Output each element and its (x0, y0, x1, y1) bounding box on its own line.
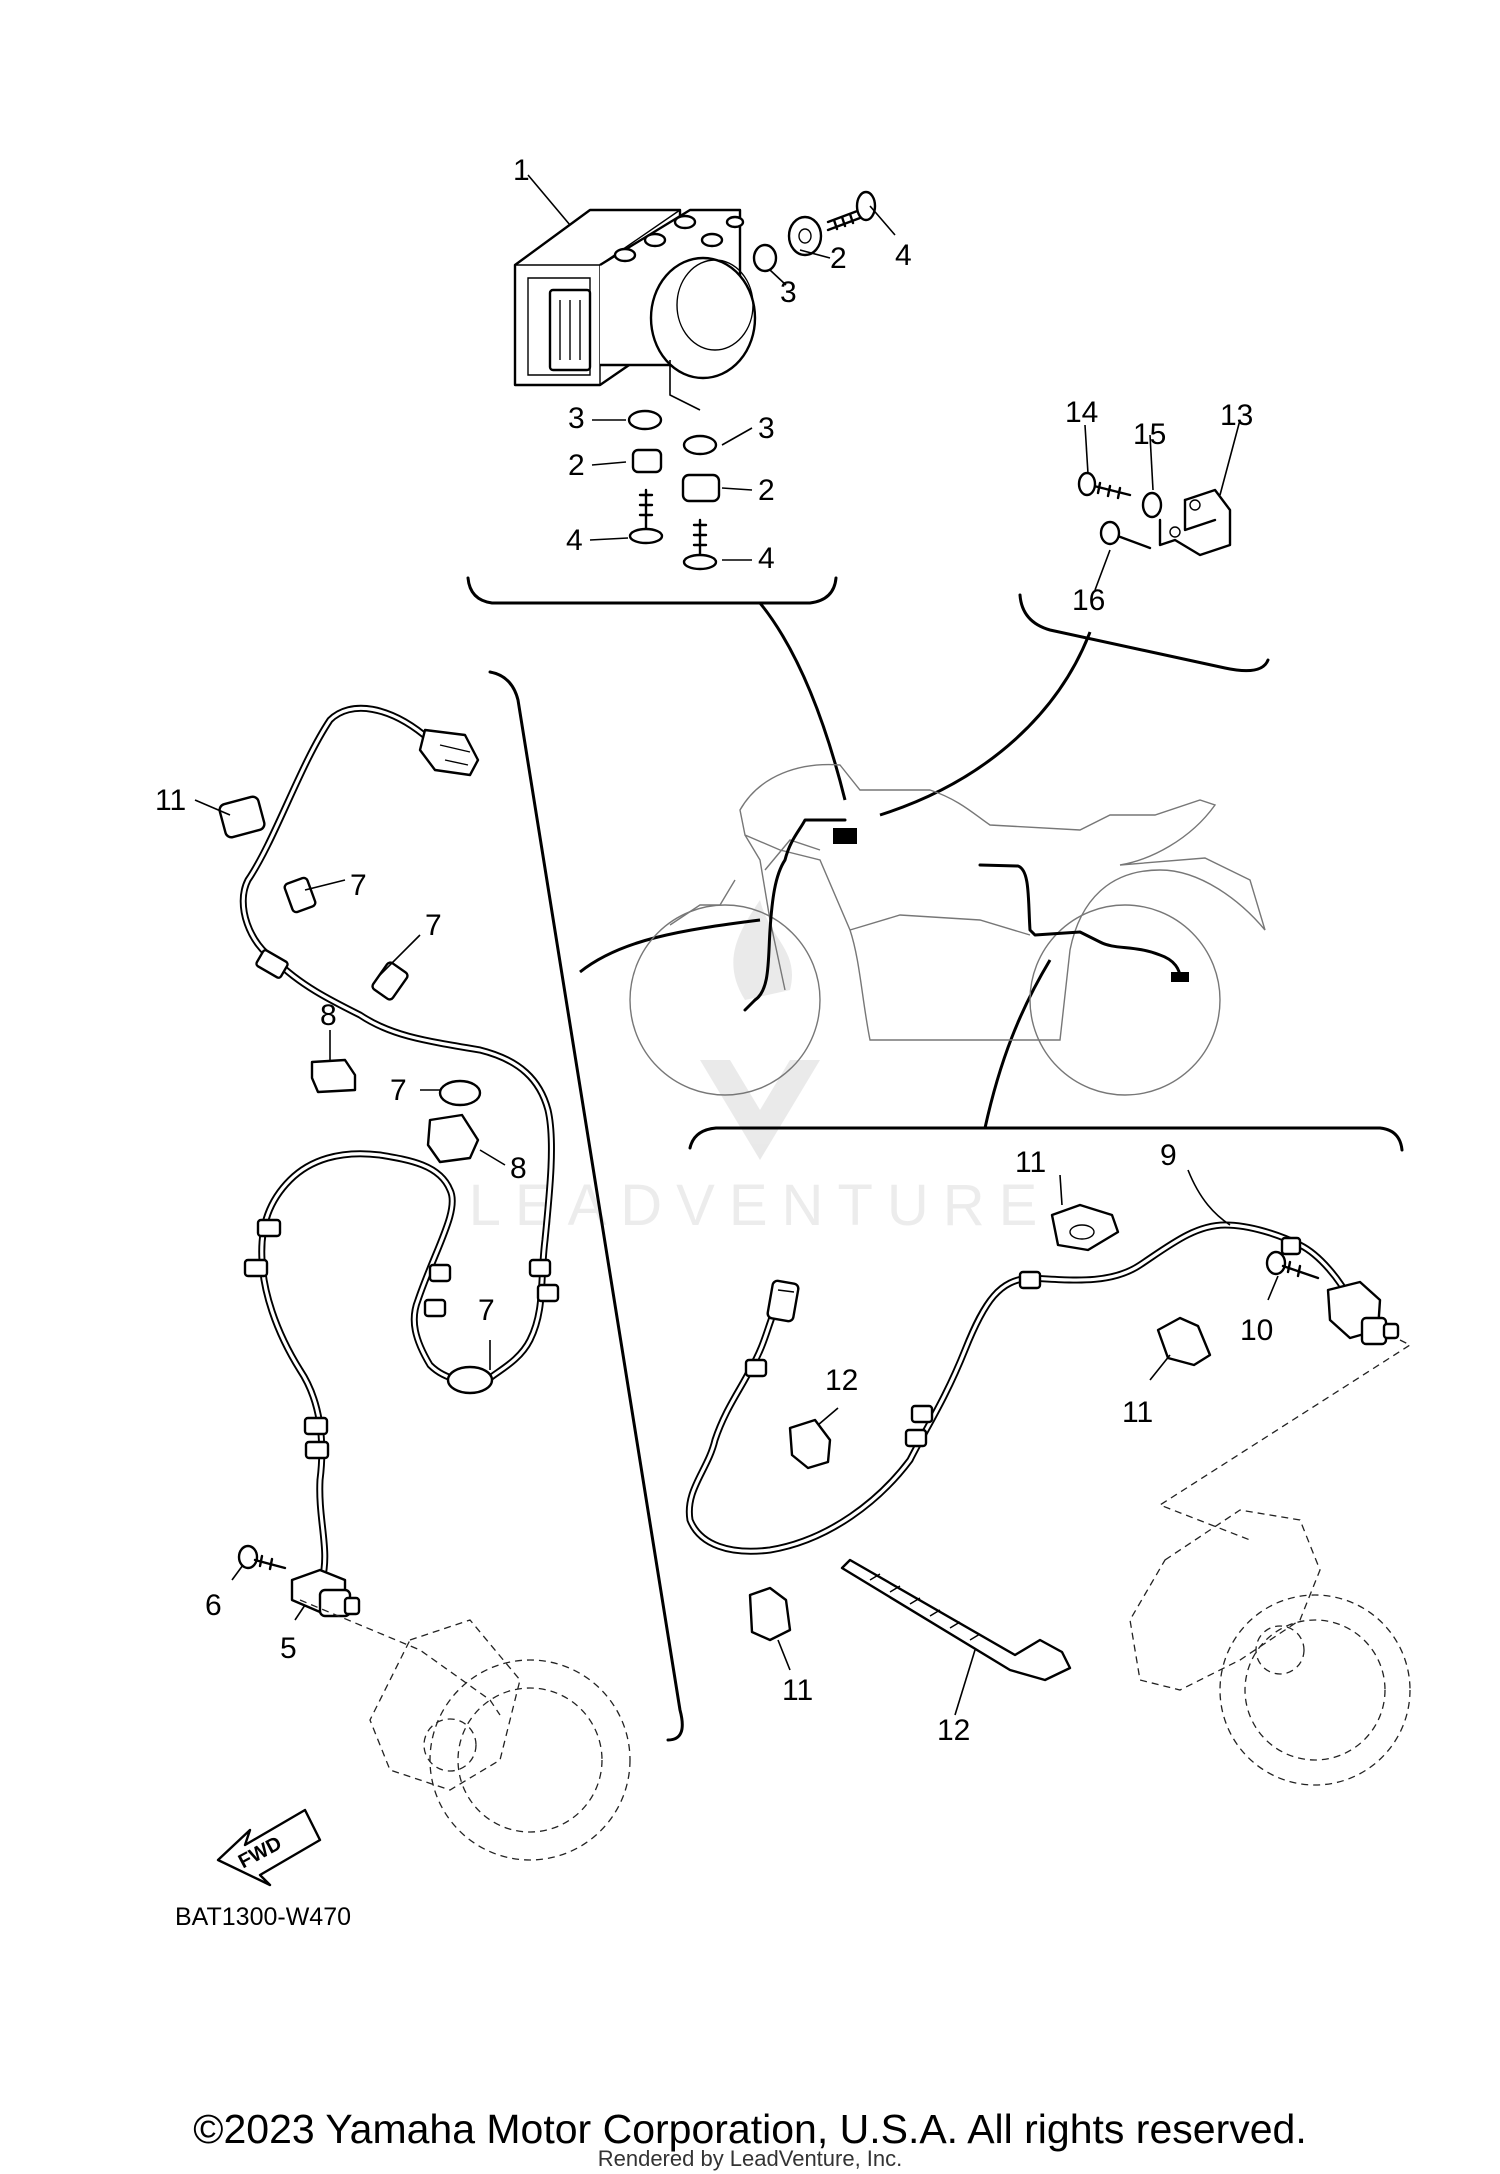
callout-2a: 2 (830, 242, 847, 275)
callout-12b: 12 (937, 1714, 970, 1747)
callout-11d: 11 (782, 1674, 813, 1707)
callout-numbers: 1 2 3 4 3 2 4 3 2 4 14 15 13 16 11 7 7 8… (155, 154, 1273, 1931)
callout-12a: 12 (825, 1364, 858, 1397)
callout-9: 9 (1160, 1139, 1177, 1172)
callout-14: 14 (1065, 396, 1098, 429)
rear-sensor-frame (688, 1126, 1404, 1152)
collar-right (752, 243, 778, 273)
bracket-frame (1018, 593, 1270, 673)
copyright-notice: ©2023 Yamaha Motor Corporation, U.S.A. A… (193, 2106, 1307, 2152)
callout-16: 16 (1072, 584, 1105, 617)
callout-2c: 2 (758, 474, 775, 507)
clamp-7c (438, 1079, 482, 1107)
callout-8a: 8 (320, 999, 337, 1032)
front-sensor-frame (488, 670, 684, 1742)
callout-7c: 7 (390, 1074, 407, 1107)
pointer-abs (758, 602, 847, 801)
callout-15: 15 (1133, 418, 1166, 451)
callout-3c: 3 (758, 412, 775, 445)
callout-3a: 3 (780, 276, 797, 309)
callout-4a: 4 (895, 239, 912, 272)
watermark-logo: LEADVENTURE (469, 900, 1052, 1238)
pointer-front (579, 918, 761, 974)
clamp-8a (310, 1058, 357, 1094)
callout-1: 1 (513, 154, 530, 187)
callout-13: 13 (1220, 399, 1253, 432)
callout-6: 6 (205, 1589, 222, 1622)
diagram-code: BAT1300-W470 (175, 1903, 351, 1931)
rendered-by-notice: Rendered by LeadVenture, Inc. (597, 2146, 903, 2171)
watermark-text: LEADVENTURE (469, 1173, 1052, 1238)
clamp-11-left (218, 795, 266, 839)
clamp-8b (426, 1113, 480, 1164)
callout-2b: 2 (568, 449, 585, 482)
front-clamps (218, 795, 494, 1395)
rear-sensor-harness (685, 1221, 1412, 1786)
pointer-bracket (879, 631, 1092, 817)
grommet-right (787, 215, 823, 257)
clamp-11-top (1050, 1203, 1120, 1252)
abs-unit-frame (466, 576, 838, 605)
clamp-7d (446, 1365, 494, 1395)
clamp-7a (283, 876, 317, 914)
leader-lines (194, 174, 1279, 1716)
callout-7d: 7 (478, 1294, 495, 1327)
clamp-7b (371, 961, 409, 1001)
rear-clamps (748, 1203, 1212, 1682)
callout-5: 5 (280, 1632, 297, 1665)
callout-10: 10 (1240, 1314, 1273, 1347)
pointer-rear (983, 959, 1052, 1129)
callout-11b: 11 (1015, 1146, 1046, 1179)
callout-4b: 4 (566, 524, 583, 557)
callout-7b: 7 (425, 909, 442, 942)
callout-4c: 4 (758, 542, 775, 575)
tie-12a (788, 1418, 832, 1470)
callout-3b: 3 (568, 402, 585, 435)
tie-12b (840, 1558, 1072, 1682)
fwd-arrow: FWD (216, 1808, 322, 1887)
front-sensor-harness (237, 704, 631, 1861)
callout-11c: 11 (1122, 1396, 1153, 1429)
clamp-11-low (748, 1586, 792, 1642)
abs-bracket-group (1077, 471, 1232, 557)
callout-8b: 8 (510, 1152, 527, 1185)
clamp-11-mid (1156, 1316, 1212, 1367)
abs-unit-group (513, 190, 877, 571)
motorcycle-silhouette (629, 763, 1266, 1096)
callout-11a: 11 (155, 784, 186, 817)
callout-7a: 7 (350, 869, 367, 902)
